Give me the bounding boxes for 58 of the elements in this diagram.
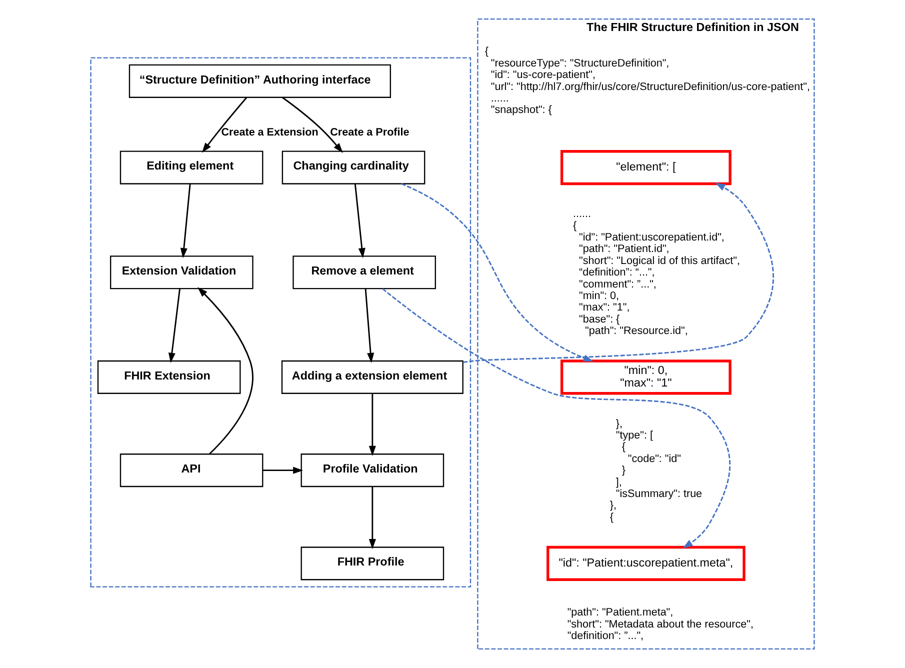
label: "path": "Patient.id",	[579, 243, 670, 256]
label: {	[573, 220, 577, 232]
node-box: "id": "Patient:uscorepatient.meta",	[546, 546, 746, 581]
label: {	[610, 511, 614, 524]
node-box: "min": 0, "max": "1"	[560, 360, 732, 395]
arrow	[364, 288, 374, 363]
node-box: Changing cardinality	[282, 150, 426, 184]
label: “definition”: “...",	[579, 266, 655, 279]
label: "path": "Patient.meta",	[567, 606, 674, 619]
arrow	[168, 288, 180, 363]
label: "id": "Patient:uscorepatient.id",	[579, 232, 724, 244]
edge-label: Create a Extension	[221, 126, 318, 139]
label: "short": "Metadata about the resource",	[567, 618, 754, 630]
label: },	[616, 418, 623, 430]
arrow	[198, 287, 254, 455]
label: "path": "Resource.id",	[585, 325, 688, 338]
label: "type": [	[616, 429, 653, 442]
arrow	[202, 97, 248, 153]
node-box: Adding a extension element	[281, 360, 464, 394]
node-box: Extension Validation	[110, 256, 254, 290]
label: "definition": ”...",	[567, 630, 644, 642]
label: "short": "Logical id of this artifact",	[579, 254, 740, 267]
label: }	[622, 464, 626, 477]
edge-label: Create a Profile	[330, 126, 410, 139]
label: "base": {	[579, 313, 620, 326]
arrow	[368, 394, 376, 456]
label: "comment": ”...",	[579, 278, 656, 290]
node-box: FHIR Extension	[97, 360, 241, 394]
arrow	[382, 288, 730, 548]
label: "min": 0,	[579, 290, 620, 302]
node-box: FHIR Profile	[300, 546, 444, 580]
arrow	[401, 183, 594, 362]
label: {	[484, 46, 488, 58]
label: "isSummary": true	[616, 488, 702, 500]
label: ],	[616, 476, 622, 488]
arrow	[368, 486, 376, 550]
node-box: Remove a element	[292, 256, 436, 290]
arrow	[282, 96, 343, 153]
arrow	[462, 182, 774, 363]
node-box: Editing element	[120, 150, 264, 184]
label: {	[622, 441, 626, 454]
label: ......	[573, 208, 592, 220]
label: "id": "us-core-patient",	[490, 69, 596, 82]
label: "snapshot": {	[490, 104, 552, 116]
node-box: "element": [	[560, 150, 732, 186]
arrow	[180, 184, 191, 258]
arrow	[262, 466, 304, 474]
arrow	[354, 184, 366, 258]
label: },	[610, 500, 617, 512]
node-box: API	[120, 454, 264, 488]
label: "resourceType": "StructureDefinition",	[490, 57, 670, 70]
cluster	[90, 57, 472, 588]
label: ......	[490, 92, 509, 104]
node-box: “Structure Definition” Authoring interface	[128, 64, 391, 98]
label: "url": "http://hl7.org/fhir/us/core/StructureDefinition/us-core-patient",	[490, 80, 810, 93]
label: "code": "id"	[628, 452, 681, 465]
node-box: Profile Validation	[300, 454, 444, 488]
label: "max": "1",	[579, 302, 630, 314]
